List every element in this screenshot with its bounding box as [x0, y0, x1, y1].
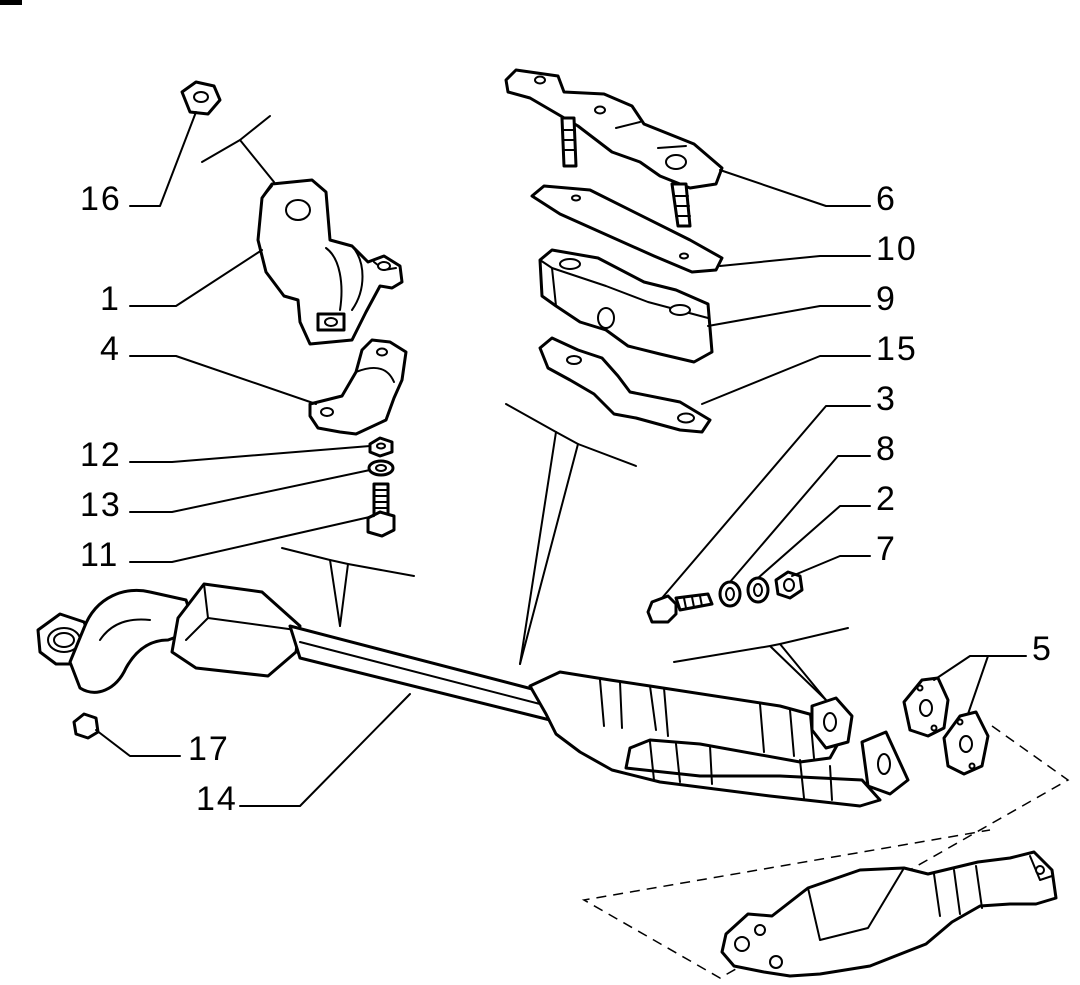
assembly-indicator-mount: [505, 403, 637, 467]
leader-2: [757, 505, 871, 579]
part-mount-bracket-6: [504, 68, 724, 228]
callout-17: 17: [188, 730, 230, 768]
part-bracket-1: [256, 178, 404, 346]
part-nut-16: [180, 80, 222, 116]
part-bolt-3: [646, 592, 714, 624]
part-nut-17: [72, 712, 100, 740]
callout-6: 6: [876, 180, 897, 218]
part-nut-12: [368, 436, 394, 458]
leader-16: [129, 111, 197, 207]
part-lower-plate-15: [538, 336, 712, 434]
part-gasket-5b: [942, 710, 990, 776]
callout-10: 10: [876, 230, 918, 268]
callout-5: 5: [1032, 630, 1053, 668]
callout-9: 9: [876, 280, 897, 318]
assembly-indicator-rear-stem-a: [769, 645, 827, 701]
leader-17: [95, 729, 181, 757]
part-nut-7: [774, 570, 804, 600]
assembly-indicator-1: [201, 115, 271, 163]
assembly-indicator-1-stem: [239, 139, 275, 183]
assembly-indicator-rear-stem-b: [779, 643, 827, 701]
leader-7: [791, 555, 871, 577]
assembly-indicator-pipe: [281, 547, 415, 577]
inset-reference-box: [581, 725, 1070, 979]
leader-12: [129, 445, 371, 463]
callout-12: 12: [80, 436, 122, 474]
leader-15: [701, 355, 871, 405]
callout-4: 4: [100, 330, 121, 368]
part-plate-10: [530, 184, 724, 274]
callout-13: 13: [80, 486, 122, 524]
part-washer-13: [367, 459, 395, 477]
assembly-indicator-pipe-stem-a: [329, 559, 341, 627]
part-strap-4: [308, 338, 408, 436]
leader-1: [129, 249, 263, 307]
leader-14: [239, 693, 411, 807]
callout-3: 3: [876, 380, 897, 418]
part-washer-8: [718, 580, 742, 608]
leader-5: [933, 655, 1027, 681]
callout-16: 16: [80, 180, 122, 218]
assembly-indicator-mount-stem-b: [519, 443, 579, 665]
part-exhaust-pipe-14: [36, 582, 910, 808]
leader-8: [729, 455, 871, 583]
callout-8: 8: [876, 430, 897, 468]
leader-5-branch: [967, 655, 989, 715]
callout-11: 11: [80, 536, 119, 574]
callout-1: 1: [100, 280, 121, 318]
assembly-indicator-mount-stem-a: [519, 431, 557, 665]
callout-7: 7: [876, 530, 897, 568]
part-gasket-5a: [902, 676, 950, 738]
part-rubber-block-9: [538, 248, 714, 364]
inset-exhaust-illustration: [720, 850, 1058, 978]
assembly-indicator-rear: [673, 627, 849, 663]
leader-4: [129, 355, 317, 405]
leader-6: [719, 169, 871, 207]
leader-9: [707, 305, 871, 327]
leader-10: [719, 255, 871, 267]
callout-14: 14: [196, 780, 238, 818]
part-bolt-11: [366, 482, 396, 538]
assembly-indicator-pipe-stem-b: [339, 563, 349, 627]
part-washer-2: [746, 576, 770, 604]
leader-13: [129, 469, 371, 513]
leader-3: [661, 405, 871, 599]
corner-mark: [0, 0, 22, 5]
callout-15: 15: [876, 330, 918, 368]
callout-2: 2: [876, 480, 897, 518]
leader-11: [129, 515, 375, 563]
